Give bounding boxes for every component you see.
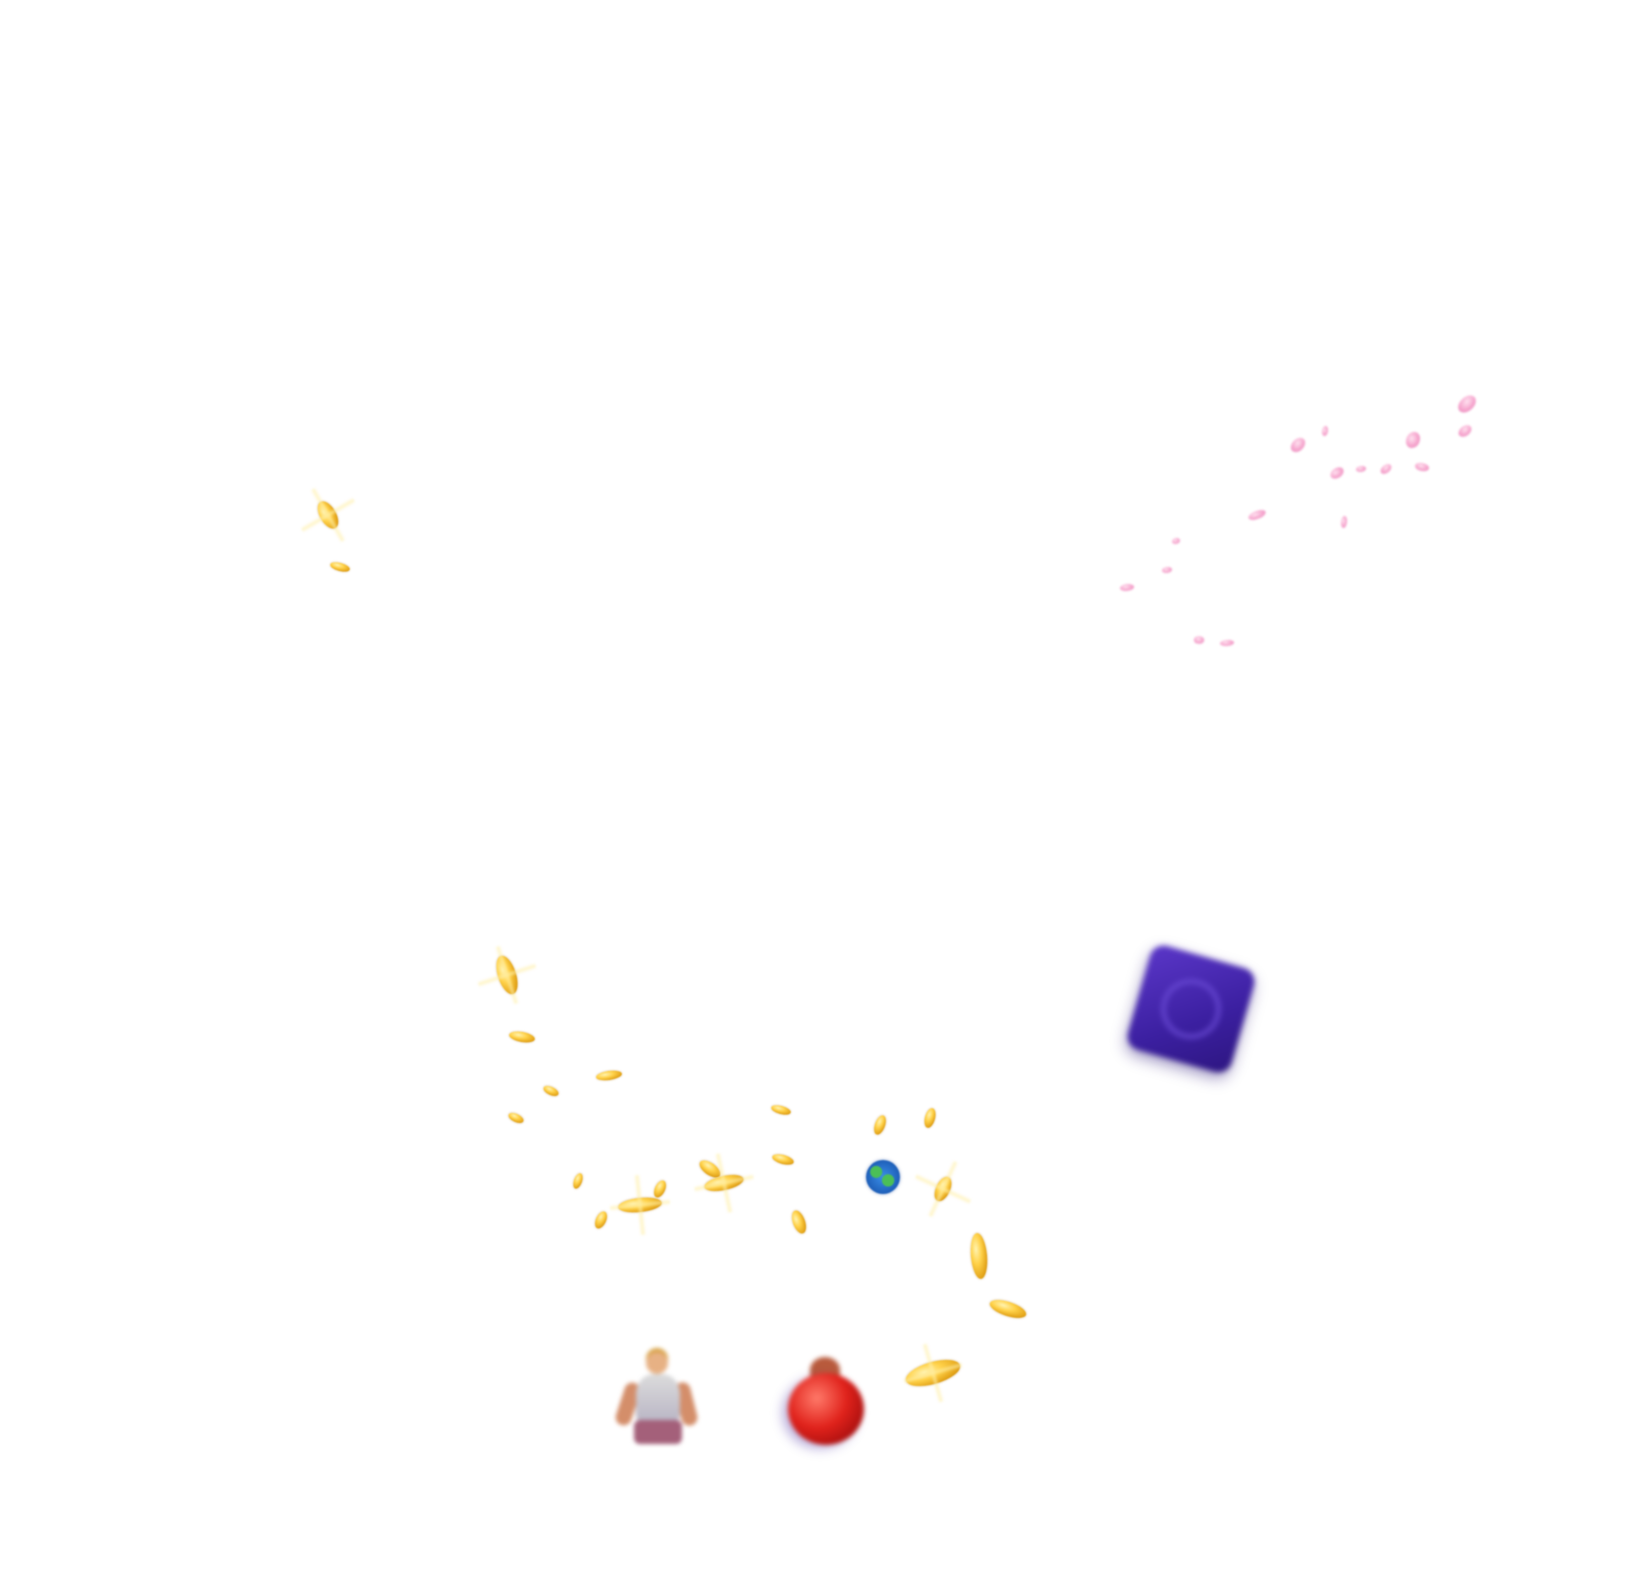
pink-petal-icon <box>1288 435 1308 455</box>
gold-coin-icon <box>903 1354 963 1392</box>
character-head <box>646 1352 668 1374</box>
pink-petal-icon <box>1192 634 1206 646</box>
red-orb-icon[interactable] <box>788 1357 866 1445</box>
globe-icon[interactable] <box>866 1160 900 1194</box>
pink-petal-icon <box>1120 584 1134 591</box>
gold-coin-icon <box>492 953 522 997</box>
gold-coin-icon <box>987 1296 1029 1322</box>
pink-petal-icon <box>1322 426 1328 436</box>
pink-petal-icon <box>1341 516 1347 528</box>
gold-coin-icon <box>508 1029 536 1045</box>
pink-petal-icon <box>1356 466 1366 472</box>
gold-coin-icon <box>507 1110 525 1126</box>
pink-petal-icon <box>1328 465 1346 481</box>
pink-petal-icon <box>1247 508 1267 522</box>
gold-coin-icon <box>595 1069 623 1082</box>
gold-coin-icon <box>329 560 351 574</box>
orb-ball <box>788 1373 864 1445</box>
pink-petal-icon <box>1172 538 1180 544</box>
purple-crate-icon[interactable] <box>1124 942 1258 1076</box>
pink-petal-icon <box>1406 432 1420 448</box>
gold-coin-icon <box>969 1232 989 1280</box>
pink-petal-icon <box>1456 422 1474 440</box>
gold-coin-icon <box>542 1083 560 1099</box>
gold-coin-icon <box>771 1152 795 1167</box>
gold-coin-icon <box>770 1103 792 1117</box>
gold-coin-icon <box>617 1195 663 1215</box>
pink-petal-icon <box>1379 461 1393 477</box>
character-icon[interactable] <box>612 1350 702 1446</box>
gold-coin-icon <box>922 1107 938 1129</box>
gold-coin-icon <box>592 1209 610 1231</box>
pink-petal-icon <box>1455 391 1479 417</box>
pink-petal-icon <box>1220 640 1234 646</box>
pink-petal-icon <box>1162 567 1172 573</box>
gold-coin-icon <box>931 1174 955 1204</box>
gold-coin-icon <box>702 1171 746 1195</box>
gold-coin-icon <box>313 498 343 532</box>
crate-emblem-icon <box>1153 971 1229 1047</box>
gold-coin-icon <box>571 1172 585 1190</box>
gold-coin-icon <box>789 1208 809 1236</box>
pink-petal-icon <box>1414 460 1430 474</box>
character-torso <box>636 1374 680 1424</box>
character-legs <box>634 1420 682 1444</box>
gold-coin-icon <box>871 1113 889 1137</box>
